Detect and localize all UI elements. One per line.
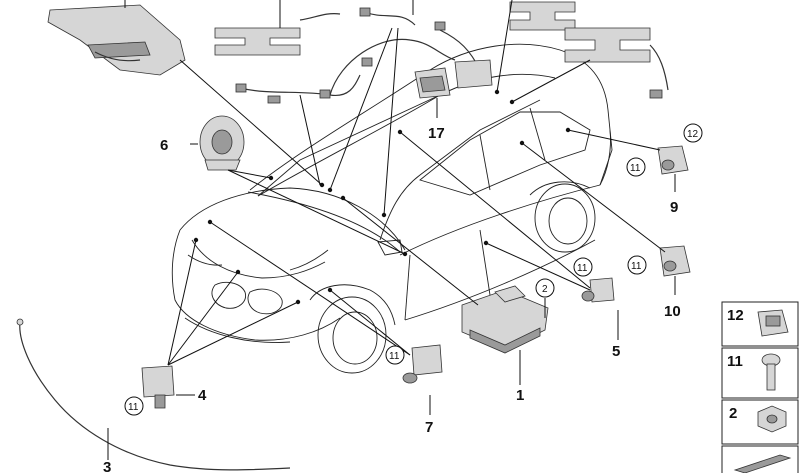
part-4-sensor <box>141 365 175 409</box>
car-body-outline <box>171 43 613 374</box>
label-10: 10 <box>664 303 681 320</box>
part-17-modules <box>414 59 493 99</box>
callout-11-b: 11 <box>631 261 642 272</box>
part-5-sensor <box>581 277 615 303</box>
part-labels: 17 6 9 10 5 1 7 4 3 <box>103 125 681 473</box>
part-6-clockspring <box>199 115 245 171</box>
legend-label-2: 2 <box>729 405 737 422</box>
part-1-control-unit <box>461 285 549 354</box>
label-1: 1 <box>516 387 524 404</box>
callout-11-a: 11 <box>630 163 641 174</box>
callout-2: 2 <box>542 284 548 295</box>
part-h-mat-center <box>509 1 576 31</box>
legend-box-11 <box>721 347 799 399</box>
legend-label-11: 11 <box>727 353 743 370</box>
callout-11-d: 11 <box>389 351 400 362</box>
label-7: 7 <box>425 419 433 436</box>
callout-circles: 12 11 11 11 2 11 11 <box>124 123 703 416</box>
label-5: 5 <box>612 343 620 360</box>
leader-lines <box>107 0 676 460</box>
part-wiring-harness <box>235 7 481 104</box>
part-7-sensor <box>402 344 443 384</box>
label-3: 3 <box>103 459 111 473</box>
part-9-sensor <box>657 145 689 175</box>
label-6: 6 <box>160 137 168 154</box>
part-seat-mat <box>47 4 186 76</box>
label-9: 9 <box>670 199 678 216</box>
part-h-mat-right <box>564 27 669 99</box>
part-10-sensor <box>659 245 691 277</box>
callout-11-c: 11 <box>577 263 588 274</box>
label-17: 17 <box>428 125 445 142</box>
part-h-mat-left <box>214 13 341 56</box>
fastener-legend: 12 11 2 <box>721 301 799 473</box>
callout-12: 12 <box>687 129 699 140</box>
callout-11-e: 11 <box>128 402 139 413</box>
leader-dots <box>193 89 571 305</box>
label-4: 4 <box>198 387 207 404</box>
legend-label-12: 12 <box>727 307 744 324</box>
